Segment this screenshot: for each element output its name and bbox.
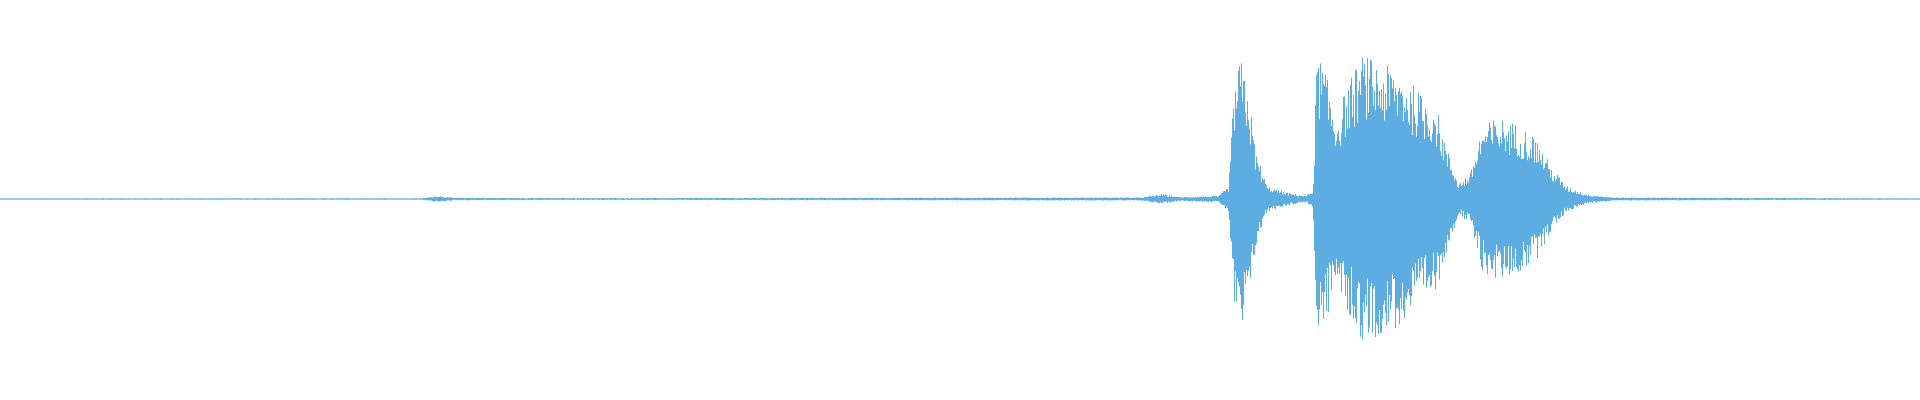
waveform-samples xyxy=(0,57,1920,340)
